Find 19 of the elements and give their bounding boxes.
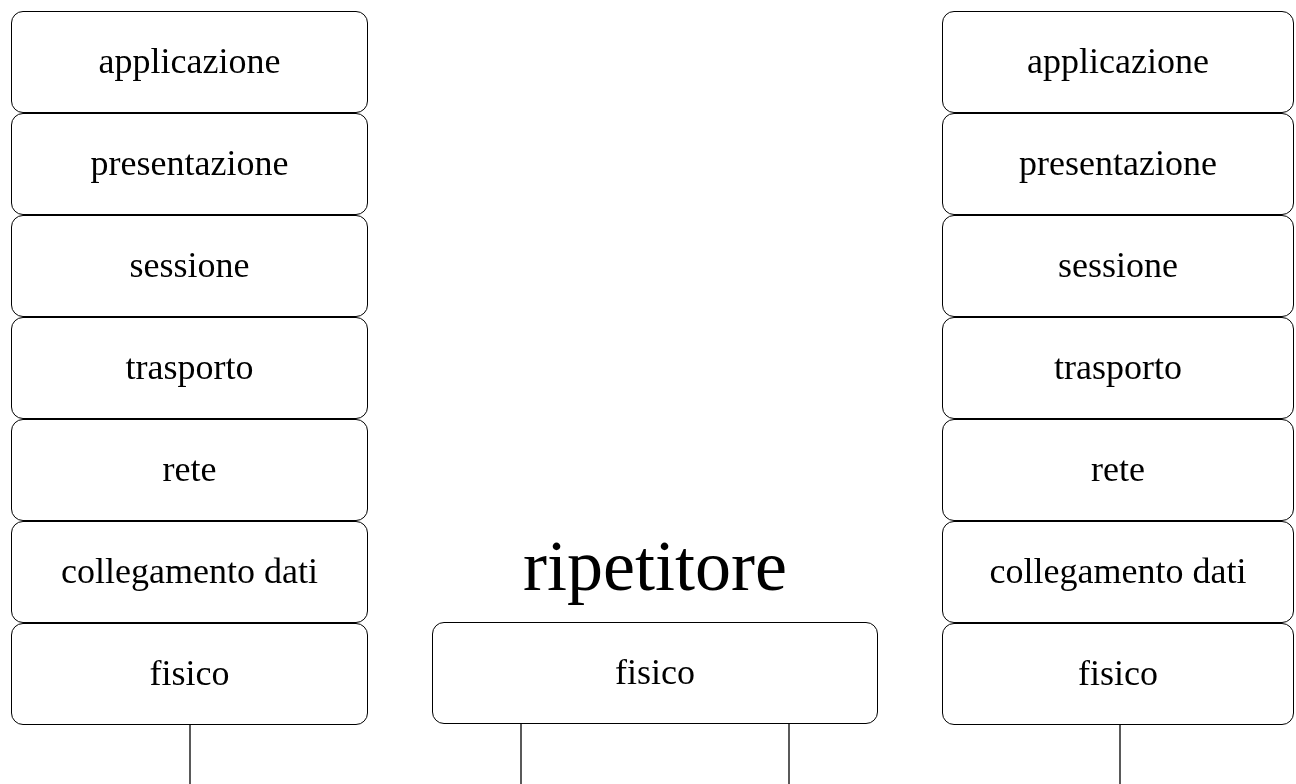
- cable-line: [788, 723, 790, 784]
- layer-name: rete: [162, 450, 217, 490]
- layer-name: collegamento dati: [989, 552, 1247, 592]
- layer-name: sessione: [129, 246, 250, 286]
- layer-name: presentazione: [90, 144, 289, 184]
- cable-line: [520, 723, 522, 784]
- layer-name: collegamento dati: [61, 552, 318, 592]
- layer-name: fisico: [615, 653, 695, 693]
- cable-line: [189, 724, 191, 784]
- layer-name: rete: [1091, 450, 1145, 490]
- layer-name: applicazione: [1027, 42, 1209, 82]
- layer-name: presentazione: [1019, 144, 1217, 184]
- layer-name: trasporto: [1054, 348, 1182, 388]
- layer-name: trasporto: [125, 348, 254, 388]
- layer-name: fisico: [1078, 654, 1158, 694]
- cable-line: [1119, 724, 1121, 784]
- layer-name: sessione: [1058, 246, 1178, 286]
- layer-name: applicazione: [98, 42, 281, 82]
- layer-name: fisico: [149, 654, 230, 694]
